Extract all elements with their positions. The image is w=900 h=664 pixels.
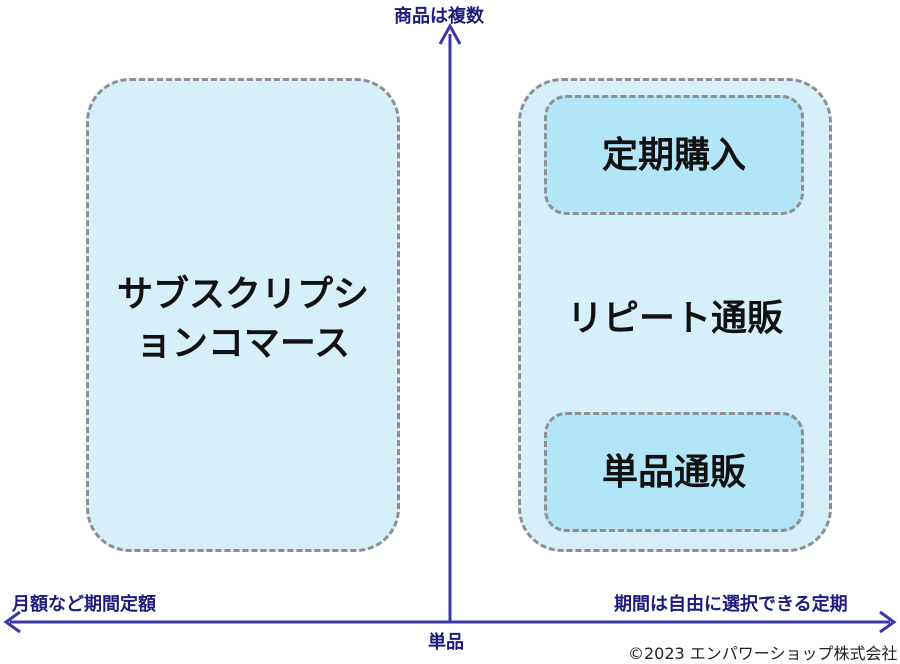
- vertical-axis-arrowhead: [438, 22, 462, 45]
- repeat-mail-order-label: リピート通販: [566, 298, 783, 339]
- horizontal-axis-left-arrowhead: [3, 610, 21, 634]
- copyright-notice: ©2023 エンパワーショップ株式会社: [628, 644, 898, 663]
- subscription-commerce-label-line1: サブスクリプシ: [116, 274, 369, 315]
- vertical-axis: [438, 22, 462, 622]
- single-item-mail-order-box: 単品通販: [544, 412, 804, 532]
- regular-purchase-label: 定期購入: [601, 135, 746, 176]
- regular-purchase-box: 定期購入: [544, 95, 804, 215]
- subscription-commerce-label-line2: ョンコマース: [135, 322, 351, 364]
- axis-label-bottom: 単品: [428, 632, 464, 653]
- subscription-commerce-label: サブスクリプシ ョンコマース: [89, 271, 397, 368]
- horizontal-axis-right-arrowhead: [879, 610, 897, 634]
- axis-label-top: 商品は複数: [394, 6, 484, 27]
- axis-label-right: 期間は自由に選択できる定期: [614, 594, 848, 615]
- single-item-mail-order-label: 単品通販: [601, 452, 746, 493]
- horizontal-axis: [3, 610, 897, 634]
- axis-label-left: 月額など期間定額: [12, 594, 156, 615]
- subscription-commerce-box: サブスクリプシ ョンコマース: [86, 78, 400, 552]
